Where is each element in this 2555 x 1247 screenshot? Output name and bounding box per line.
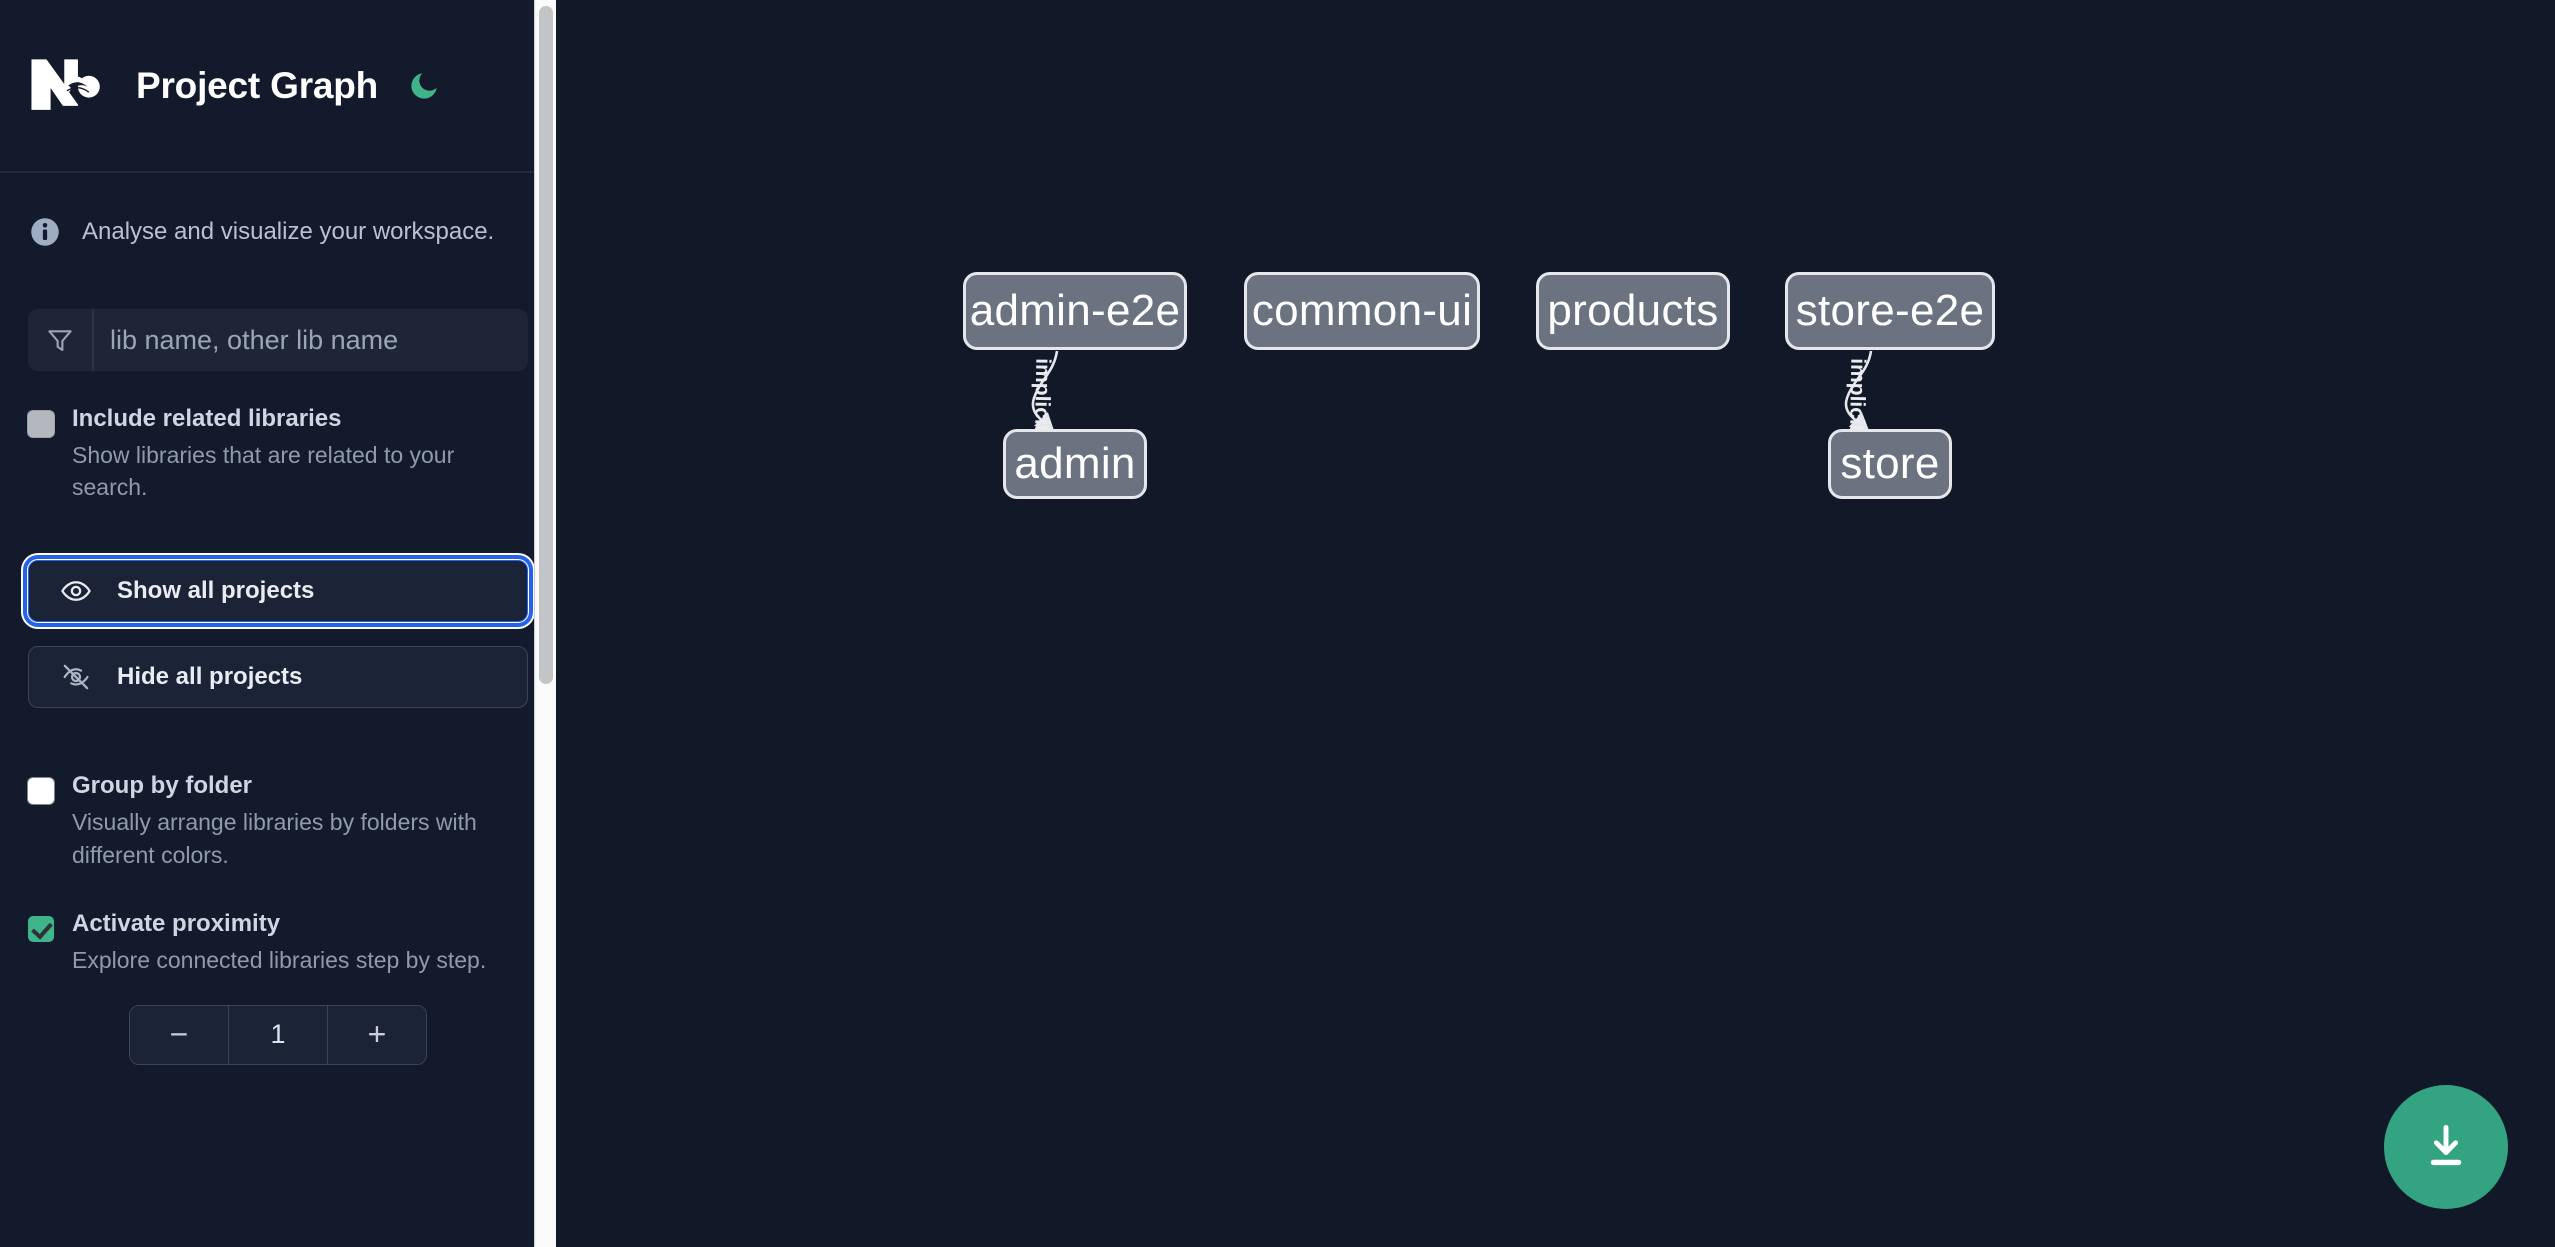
proximity-value: 1	[228, 1005, 328, 1064]
sidebar-scrollbar-track[interactable]	[534, 0, 556, 1247]
proximity-stepper: − 1 +	[129, 1004, 427, 1065]
project-visibility-buttons: Show all projects Hide all projects	[23, 555, 533, 709]
workspace-info: Analyse and visualize your workspace.	[0, 173, 556, 257]
eye-icon	[59, 574, 93, 608]
proximity-decrement-button[interactable]: −	[130, 1005, 228, 1064]
graph-node-store-e2e[interactable]: store-e2e	[1785, 272, 1995, 350]
graph-node-store[interactable]: store	[1828, 429, 1952, 499]
edge-store-e2e-to-store	[1844, 350, 1873, 433]
show-all-projects-button[interactable]: Show all projects	[23, 555, 533, 628]
hide-all-projects-button[interactable]: Hide all projects	[28, 646, 528, 709]
download-graph-button[interactable]	[2384, 1085, 2508, 1209]
moon-icon[interactable]	[404, 66, 444, 106]
option-description: Show libraries that are related to your …	[72, 441, 455, 501]
graph-node-admin-e2e[interactable]: admin-e2e	[963, 272, 1187, 350]
filter-funnel-icon	[28, 309, 94, 371]
workspace-info-text: Analyse and visualize your workspace.	[82, 217, 495, 245]
graph-edges	[1031, 350, 1873, 433]
proximity-increment-button[interactable]: +	[328, 1005, 426, 1064]
eye-slash-icon	[59, 660, 93, 694]
graph-node-common-ui[interactable]: common-ui	[1244, 272, 1480, 350]
include-related-libraries-checkbox[interactable]	[28, 411, 54, 437]
node-label: admin-e2e	[969, 286, 1181, 335]
sidebar: Project Graph Analyse and visualize your…	[0, 0, 556, 1247]
option-title: Group by folder	[72, 772, 252, 800]
show-all-projects-label: Show all projects	[117, 577, 315, 605]
node-label: store-e2e	[1795, 286, 1985, 335]
page-title: Project Graph	[136, 64, 379, 106]
graph-canvas[interactable]: admin-e2e common-ui products store-e2e a…	[556, 0, 2555, 1247]
graph-node-products[interactable]: products	[1536, 272, 1730, 350]
group-by-folder-checkbox[interactable]	[28, 778, 54, 805]
proximity-stepper-row: − 1 +	[0, 1004, 556, 1065]
option-description: Visually arrange libraries by folders wi…	[72, 808, 477, 868]
option-activate-proximity[interactable]: Activate proximity Explore connected lib…	[0, 910, 556, 976]
nx-logo	[31, 58, 100, 110]
activate-proximity-checkbox[interactable]	[28, 916, 54, 943]
hide-all-projects-label: Hide all projects	[117, 663, 303, 691]
graph-node-admin[interactable]: admin	[1003, 429, 1147, 499]
edge-admin-e2e-to-admin	[1031, 350, 1059, 433]
search-input[interactable]	[94, 309, 528, 371]
option-title: Activate proximity	[72, 910, 281, 938]
option-description: Explore connected libraries step by step…	[72, 947, 487, 974]
sidebar-header: Project Graph	[0, 0, 556, 173]
node-label: store	[1840, 439, 1940, 488]
node-label: products	[1547, 286, 1719, 335]
download-icon	[2430, 1124, 2462, 1166]
info-icon	[31, 217, 59, 246]
node-label: admin	[1014, 439, 1136, 488]
sidebar-scrollbar-thumb[interactable]	[539, 6, 553, 684]
option-group-by-folder[interactable]: Group by folder Visually arrange librari…	[0, 772, 556, 871]
option-title: Include related libraries	[72, 405, 342, 432]
filter-field[interactable]	[28, 309, 528, 371]
option-include-related-libraries[interactable]: Include related libraries Show libraries…	[0, 405, 556, 504]
node-label: common-ui	[1251, 286, 1473, 335]
